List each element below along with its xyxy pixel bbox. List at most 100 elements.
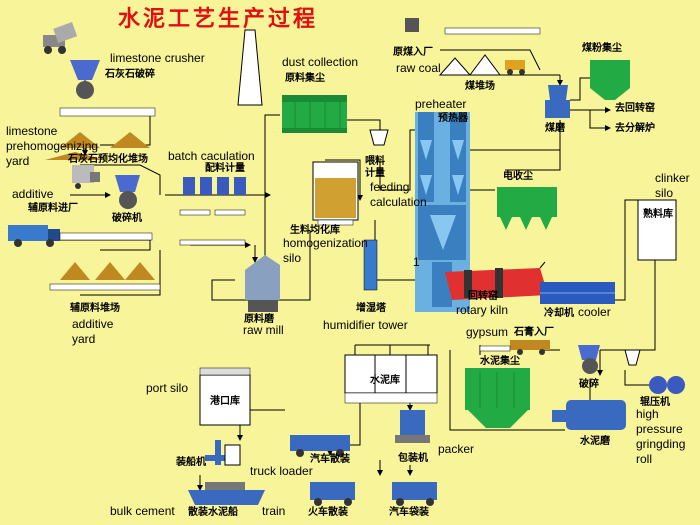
batch-scale-icon <box>179 177 246 246</box>
cement-silo-icon <box>344 354 438 404</box>
homog-silo-label-en-2: silo <box>283 251 302 265</box>
clinker-silo-label-cn: 熟料库 <box>643 209 673 220</box>
additive-yard-icon <box>49 262 161 291</box>
bulk-cement-label-en: bulk cement <box>110 504 175 518</box>
coal-mill-icon <box>545 85 570 118</box>
train-label-cn: 火车散装 <box>308 507 348 518</box>
cement-silo-label-cn: 水泥库 <box>370 375 400 386</box>
packer-icon <box>395 410 430 443</box>
additive-yard-label-en-2: yard <box>72 332 96 346</box>
additive-crusher-label-cn: 破碎机 <box>112 213 142 224</box>
feeding-label-cn-1: 喂料 <box>365 156 385 167</box>
humidifier-label-en: humidifier tower <box>323 318 408 332</box>
gypsum-crusher-icon <box>578 345 600 374</box>
coal-dust-label-cn: 煤粉集尘 <box>582 43 622 54</box>
feeding-label-en-1: feeding <box>370 180 410 194</box>
raw-mill-label-en: raw mill <box>243 323 284 337</box>
train-label-en: train <box>262 504 286 518</box>
crusher-2-label-cn: 破碎 <box>579 379 599 390</box>
cement-dust-collector-icon <box>465 368 530 428</box>
packer-label-cn: 包装机 <box>398 453 428 464</box>
raw-mill-label-cn: 原料磨 <box>244 314 274 325</box>
coal-mill-label-cn: 煤磨 <box>545 123 565 134</box>
preheater-label-cn: 预热器 <box>438 113 468 124</box>
additive-yard-label-en-1: additive <box>72 317 114 331</box>
bulk-ship-icon <box>188 482 265 505</box>
batch-label-cn: 配料计量 <box>205 163 245 174</box>
preheater-label-en: preheater <box>415 97 467 111</box>
rotary-kiln-label-cn: 回转窑 <box>468 291 498 302</box>
hp-roll-label-2: pressure <box>636 422 683 436</box>
raw-mill-icon <box>245 255 280 312</box>
limestone-yard-label-en-3: yard <box>6 154 30 168</box>
to-kiln-label-cn: 去回转窑 <box>615 103 655 114</box>
limestone-yard-label-cn: 石灰石预均化堆场 <box>68 154 148 165</box>
limestone-crusher-icon <box>43 22 156 117</box>
humidifier-tower-icon <box>363 239 378 291</box>
train-icon <box>310 482 355 506</box>
roller-press-label-cn: 辊压机 <box>640 397 670 408</box>
dust-collection-label-en: dust collection <box>282 55 359 69</box>
page-title: 水泥工艺生产过程 <box>118 6 319 32</box>
truck-loader-icon <box>290 435 350 457</box>
cement-mill-label-cn: 水泥磨 <box>580 436 610 447</box>
limestone-yard-icon <box>45 132 150 160</box>
limestone-yard-label-en-1: limestone <box>6 124 58 138</box>
batch-label-en: batch caculation <box>168 149 255 163</box>
gypsum-label-cn: 石膏入厂 <box>514 327 554 338</box>
packer-label-en: packer <box>438 442 475 456</box>
limestone-crusher-label-en: limestone crusher <box>110 51 205 65</box>
humidifier-label-cn: 增湿塔 <box>356 303 386 314</box>
cooler-icon <box>540 282 615 304</box>
raw-dust-collector-icon <box>282 95 347 133</box>
dust-collection-label-cn: 原料集尘 <box>285 73 325 84</box>
feeding-label-cn-2: 计量 <box>365 168 385 179</box>
ship-loader-icon <box>205 440 241 466</box>
coal-dust-collector-icon <box>590 60 630 100</box>
cement-dust-label-cn: 水泥集尘 <box>480 356 520 367</box>
feeding-hopper-icon <box>369 129 389 146</box>
hp-roll-label-4: roll <box>636 452 653 466</box>
rotary-kiln-icon <box>445 261 548 300</box>
chimney-icon <box>237 29 263 106</box>
additive-yard-label-cn: 辅原料堆场 <box>70 303 120 314</box>
feeding-label-en-2: calculation <box>370 195 427 209</box>
limestone-crusher-label-cn: 石灰石破碎 <box>105 69 155 80</box>
clinker-silo-label-en-2: silo <box>655 186 674 200</box>
raw-coal-label-cn: 原煤入厂 <box>393 47 433 58</box>
additive-label-en: additive <box>12 187 54 201</box>
truck-loader-label-en: truck loader <box>250 464 313 478</box>
cooler-label-en: cooler <box>578 305 611 319</box>
hp-roll-label-3: gringding <box>636 437 686 451</box>
truck-bulk-label-cn: 汽车散装 <box>310 454 350 465</box>
raw-coal-label-en: raw coal <box>396 61 441 75</box>
homogenization-silo-icon <box>312 161 359 226</box>
additive-truck-label-cn: 辅原料进厂 <box>28 203 78 214</box>
gypsum-truck-icon <box>479 340 550 355</box>
homog-silo-label-en-1: homogenization <box>283 236 368 250</box>
bagged-truck-label-cn: 汽车袋装 <box>389 507 429 518</box>
port-silo-label-en: port silo <box>146 381 189 395</box>
marker-one: 1 <box>413 255 420 269</box>
limestone-yard-label-en-2: prehomogenizing <box>6 139 99 153</box>
to-calciner-label-cn: 去分解炉 <box>615 123 655 134</box>
port-silo-icon <box>199 367 251 426</box>
bulk-cement-label-cn: 散装水泥船 <box>188 507 238 518</box>
raw-coal-icon <box>405 18 541 76</box>
additive-truck-icon <box>8 165 153 247</box>
port-silo-label-cn: 港口库 <box>210 396 240 407</box>
gypsum-label-en: gypsum <box>466 325 509 339</box>
esp-label-cn: 电收尘 <box>503 171 533 182</box>
esp-icon <box>497 187 557 230</box>
homog-silo-label-cn: 生料均化库 <box>290 225 340 236</box>
rotary-kiln-label-en: rotary kiln <box>456 303 509 317</box>
additive-crusher-icon <box>115 175 140 209</box>
roller-press-icon <box>624 349 685 394</box>
bagged-truck-icon <box>392 482 437 506</box>
cement-mill-icon <box>552 400 626 430</box>
hp-roll-label-1: high <box>636 407 659 421</box>
cooler-label-cn: 冷却机 <box>544 308 574 319</box>
coal-yard-label-cn: 煤堆场 <box>465 81 495 92</box>
